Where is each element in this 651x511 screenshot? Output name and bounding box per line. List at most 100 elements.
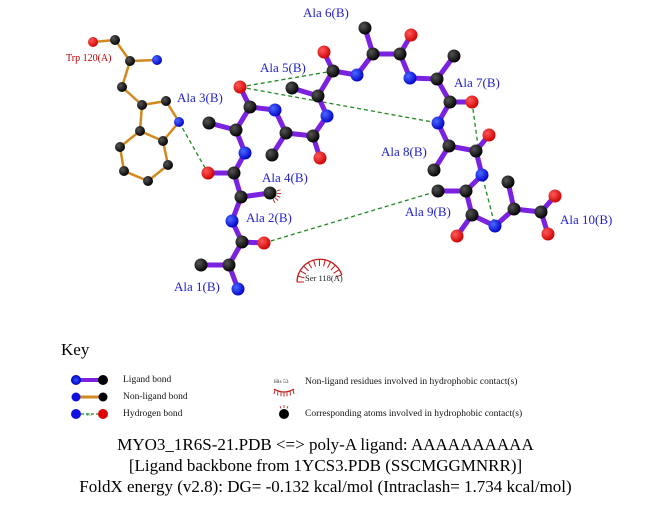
carbon-atom <box>431 184 445 198</box>
caption-line-3: FoldX energy (v2.8): DG= -0.132 kcal/mol… <box>79 477 572 496</box>
oxygen-atom <box>482 128 496 142</box>
key-ligand-bond-n-atom <box>71 375 81 385</box>
carbon-atom <box>135 126 145 136</box>
label-ala6: Ala 6(B) <box>303 5 349 20</box>
key-bond-samples: 3.0 <box>71 375 108 419</box>
carbon-atom <box>119 166 129 176</box>
carbon-atom <box>202 116 216 130</box>
key-nonligand-bond-n-atom <box>71 392 81 402</box>
nitrogen-atom <box>152 55 162 65</box>
carbon-atom <box>442 139 456 153</box>
key-sample-residue: His 53 <box>274 379 289 385</box>
oxygen-atom <box>450 229 464 243</box>
key-hydrophobic-atom-label: Corresponding atoms involved in hydropho… <box>305 409 523 419</box>
label-ala7: Ala 7(B) <box>454 75 500 90</box>
nitrogen-atom <box>403 71 417 85</box>
nitrogen-atom <box>225 214 239 228</box>
nitrogen-atom <box>431 116 445 130</box>
key-hbond-n-atom <box>71 409 81 419</box>
hydrophobic-arc-tick <box>330 264 336 271</box>
residue-labels: Trp 120(A) Ser 118(A) Ala 1(B) Ala 2(B) … <box>66 5 612 294</box>
key-hbond-o-atom <box>98 409 108 419</box>
carbon-atom <box>234 190 248 204</box>
hydrophobic-atom-tick <box>276 195 281 198</box>
label-trp120: Trp 120(A) <box>66 53 111 64</box>
label-ala3: Ala 3(B) <box>177 90 223 105</box>
hydrophobic-atom-tick <box>276 189 281 192</box>
hydrophobic-arc-tick <box>299 270 307 275</box>
key-ligand-bond-c-atom <box>98 375 108 385</box>
ser118-hydrophobic-arc <box>296 258 343 283</box>
carbon-atom <box>158 136 168 146</box>
carbon-atom <box>243 100 257 114</box>
label-ala10: Ala 10(B) <box>560 212 612 227</box>
label-ala2: Ala 2(B) <box>246 210 292 225</box>
hydrophobic-arc-tick <box>335 274 343 278</box>
hydrophobic-contacts <box>272 189 343 283</box>
carbon-atom <box>427 163 441 177</box>
carbon-atom <box>235 235 249 249</box>
carbon-atom <box>117 82 127 92</box>
key-hydrophobic-arc-icon <box>273 388 295 397</box>
carbon-atom <box>279 126 293 140</box>
carbon-atom <box>358 21 372 35</box>
oxygen-atom <box>404 28 418 42</box>
carbon-atom <box>161 96 171 106</box>
nitrogen-atom <box>238 146 252 160</box>
oxygen-atom <box>88 37 98 47</box>
oxygen-atom <box>465 95 479 109</box>
key-hydrophobic-samples: His 53 <box>273 379 295 419</box>
carbon-atom <box>115 142 125 152</box>
hydrophobic-arc-tick <box>327 261 332 269</box>
atoms <box>88 21 562 296</box>
carbon-atom <box>326 64 340 78</box>
carbon-atom <box>469 144 483 158</box>
carbon-atom <box>222 258 236 272</box>
label-ala1: Ala 1(B) <box>174 279 220 294</box>
carbon-atom <box>194 258 208 272</box>
key-hydrophobic-residue-label: Non-ligand residues involved in hydropho… <box>305 377 518 387</box>
oxygen-atom <box>548 189 562 203</box>
ligplot-diagram: Trp 120(A) Ser 118(A) Ala 1(B) Ala 2(B) … <box>66 5 612 296</box>
hydrogen-bond-line <box>239 70 334 88</box>
carbon-atom <box>227 166 241 180</box>
label-ala9: Ala 9(B) <box>405 204 451 219</box>
carbon-atom <box>465 208 479 222</box>
key-hbond-distance: 3.0 <box>86 412 92 417</box>
caption-line-1: MYO3_1R6S-21.PDB <=> poly-A ligand: AAAA… <box>117 435 534 454</box>
hydrophobic-arc-tick <box>307 262 313 269</box>
hydrophobic-arc-tick <box>333 269 340 274</box>
hydrogen-bonds <box>178 70 496 244</box>
nitrogen-atom <box>231 282 245 296</box>
key-title: Key <box>61 340 90 359</box>
carbon-atom <box>306 129 320 143</box>
carbon-atom <box>143 176 153 186</box>
carbon-atom <box>447 49 461 63</box>
hydrogen-bond-line <box>475 150 496 227</box>
carbon-atom <box>125 56 135 66</box>
hydrophobic-arc-tick <box>297 275 305 279</box>
oxygen-atom <box>233 80 247 94</box>
oxygen-atom <box>313 151 327 165</box>
carbon-atom <box>265 148 279 162</box>
carbon-atom <box>459 184 473 198</box>
nitrogen-atom <box>174 117 184 127</box>
nitrogen-atom <box>475 168 489 182</box>
oxygen-atom <box>317 45 331 59</box>
hydrophobic-atom-tick <box>272 199 276 204</box>
nitrogen-atom <box>268 103 282 117</box>
key-hydrophobic-atom-icon <box>279 405 289 419</box>
key-nonligand-bond-label: Non-ligand bond <box>123 392 188 402</box>
carbon-atom <box>285 81 299 95</box>
carbon-atom <box>443 95 457 109</box>
hydrophobic-arc-tick <box>303 265 309 272</box>
oxygen-atom <box>541 227 555 241</box>
carbon-atom <box>311 89 325 103</box>
hydrophobic-atom-tick <box>274 197 279 201</box>
carbon-atom <box>534 205 548 219</box>
carbon-atom <box>393 47 407 61</box>
caption-line-2: [Ligand backbone from 1YCS3.PDB (SSCMGGM… <box>128 456 523 475</box>
carbon-atom <box>507 202 521 216</box>
carbon-atom <box>229 123 243 137</box>
carbon-atom <box>163 160 173 170</box>
